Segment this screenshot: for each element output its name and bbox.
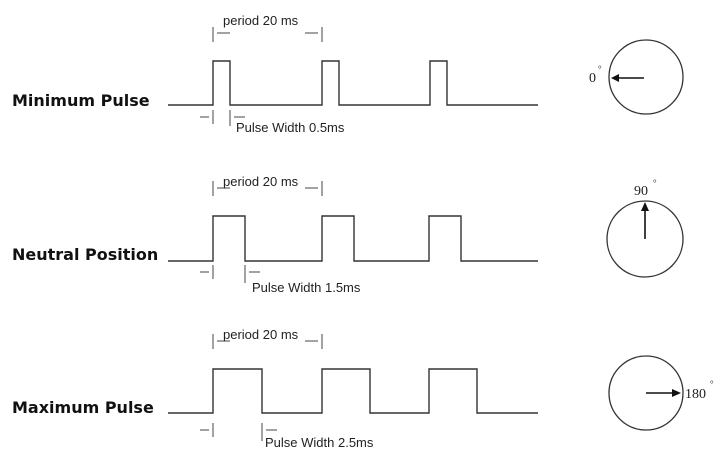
- row-neutral-position: Neutral Position period 20 ms Pulse Widt…: [12, 174, 684, 295]
- row-label: Neutral Position: [12, 245, 158, 264]
- degree-symbol: °: [710, 379, 714, 389]
- needle-arrowhead: [672, 389, 681, 397]
- needle-arrowhead: [611, 74, 619, 82]
- angle-label: 180: [685, 387, 706, 402]
- row-maximum-pulse: Maximum Pulse period 20 ms Pulse Width 2…: [12, 327, 714, 450]
- pulse-width-label: Pulse Width 0.5ms: [236, 120, 345, 135]
- servo-dial: [608, 39, 684, 115]
- angle-label: 90: [634, 184, 648, 199]
- period-label: period 20 ms: [223, 13, 299, 28]
- row-label: Minimum Pulse: [12, 91, 150, 110]
- pwm-waveform: [168, 60, 538, 106]
- pwm-waveform: [168, 215, 538, 262]
- pulse-width-label: Pulse Width 1.5ms: [252, 280, 361, 295]
- period-label: period 20 ms: [223, 174, 299, 189]
- angle-label: 0: [589, 71, 596, 86]
- pwm-waveform: [168, 368, 538, 414]
- row-minimum-pulse: Minimum Pulse period 20 ms Pulse Width 0…: [12, 13, 684, 135]
- row-label: Maximum Pulse: [12, 398, 154, 417]
- needle-arrowhead: [641, 202, 649, 211]
- degree-symbol: °: [653, 178, 657, 188]
- pulse-width-label: Pulse Width 2.5ms: [265, 435, 374, 450]
- degree-symbol: °: [598, 64, 602, 74]
- period-label: period 20 ms: [223, 327, 299, 342]
